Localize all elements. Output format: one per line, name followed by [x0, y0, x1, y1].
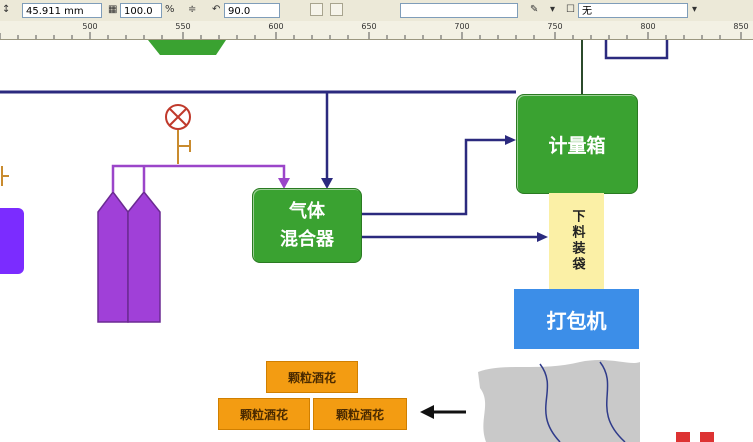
red-fragment	[676, 432, 690, 442]
ruler-label: 850	[733, 22, 749, 31]
gas-cylinder-right[interactable]	[127, 190, 161, 323]
top-right-frame[interactable]	[604, 40, 669, 60]
lock-ratio-icon[interactable]: ▦	[108, 4, 118, 15]
nudge-icon[interactable]: ≑	[188, 4, 197, 15]
width-field[interactable]: 45.911 mm	[22, 3, 102, 18]
gas-cylinder-left[interactable]	[97, 190, 129, 323]
hop-plant-image[interactable]	[478, 360, 640, 442]
mirror-horizontal-button[interactable]	[310, 3, 323, 16]
ruler-label: 550	[175, 22, 191, 31]
hop-pellet-box[interactable]: 颗粒酒花	[218, 398, 310, 430]
corner-icon[interactable]: ▾	[550, 4, 556, 15]
ruler-label: 650	[361, 22, 377, 31]
dropdown-arrow-icon[interactable]: ▾	[692, 4, 698, 15]
gas-line-arrow	[278, 178, 290, 189]
width-icon: ↕	[2, 4, 11, 15]
angle-field[interactable]: 90.0	[224, 3, 280, 18]
ruler-label: 600	[268, 22, 284, 31]
hop-outline	[599, 361, 626, 442]
ruler-label: 500	[82, 22, 98, 31]
bagging-strip[interactable]: 下料装袋	[549, 193, 604, 289]
outline-swatch-icon[interactable]: ☐	[566, 4, 575, 15]
mixer-to-bag-arrow	[537, 232, 548, 242]
ruler-ticks	[0, 32, 742, 39]
packer-box[interactable]: 打包机	[514, 289, 639, 349]
top-green-shape[interactable]	[148, 40, 226, 55]
outline-width-dropdown[interactable]: 无	[578, 3, 688, 18]
red-fragment	[700, 432, 714, 442]
gas-line[interactable]	[111, 164, 286, 192]
mirror-vertical-button[interactable]	[330, 3, 343, 16]
ruler-label: 750	[547, 22, 563, 31]
hops-arrow-head	[420, 405, 434, 419]
horizontal-ruler[interactable]: 500 550 600 650 700 750 800 850	[0, 21, 753, 40]
left-purple-tank[interactable]	[0, 208, 24, 274]
hop-outline	[539, 363, 561, 442]
ruler-label: 700	[454, 22, 470, 31]
outline-pen-icon[interactable]: ✎	[530, 4, 539, 15]
scale-unit: %	[165, 4, 175, 15]
property-toolbar: ↕ 45.911 mm ▦ 100.0 % ≑ ↶ 90.0 ✎ ▾ ☐ 无 ▾	[0, 0, 753, 22]
scale-field[interactable]: 100.0	[120, 3, 162, 18]
gas-mixer-box[interactable]: 气体 混合器	[252, 188, 362, 263]
ruler-label: 800	[640, 22, 656, 31]
hop-pellet-box[interactable]: 颗粒酒花	[313, 398, 407, 430]
mixer-feed-arrow	[321, 178, 333, 189]
meter-box[interactable]: 计量箱	[516, 94, 638, 194]
style-dropdown[interactable]	[400, 3, 518, 18]
mixer-to-meter-arrow	[505, 135, 516, 145]
valve-cross	[169, 108, 187, 126]
hop-pellet-box[interactable]: 颗粒酒花	[266, 361, 358, 393]
rotate-icon: ↶	[212, 4, 221, 15]
mixer-to-meter-pipe[interactable]	[362, 138, 506, 216]
